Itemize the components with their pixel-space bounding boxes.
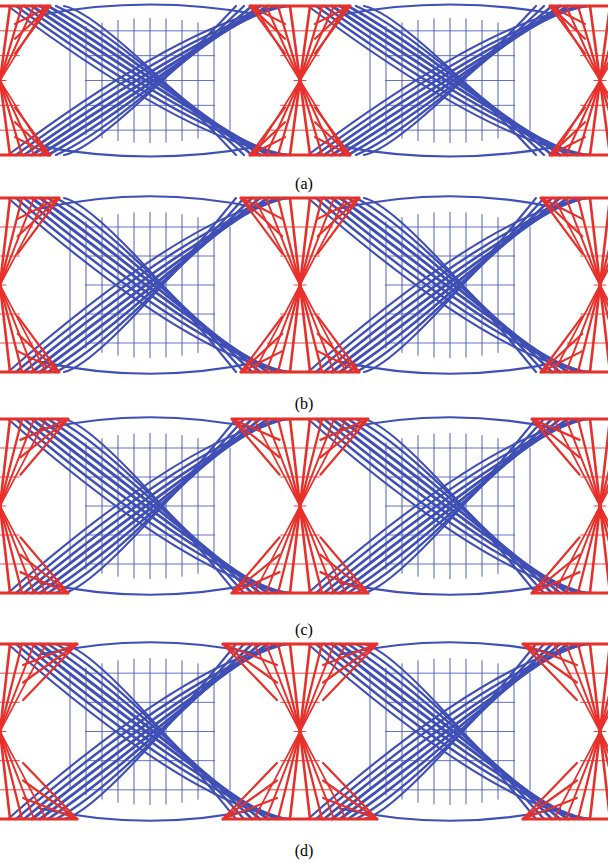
truss-panel [0,417,608,594]
truss-panel [0,5,608,157]
panel-label: (c) [295,622,313,638]
panel-label: (b) [295,396,314,412]
truss-panel [0,196,608,373]
truss-panel [0,642,608,821]
panel-label: (d) [295,843,314,859]
panel-label: (a) [295,176,313,192]
